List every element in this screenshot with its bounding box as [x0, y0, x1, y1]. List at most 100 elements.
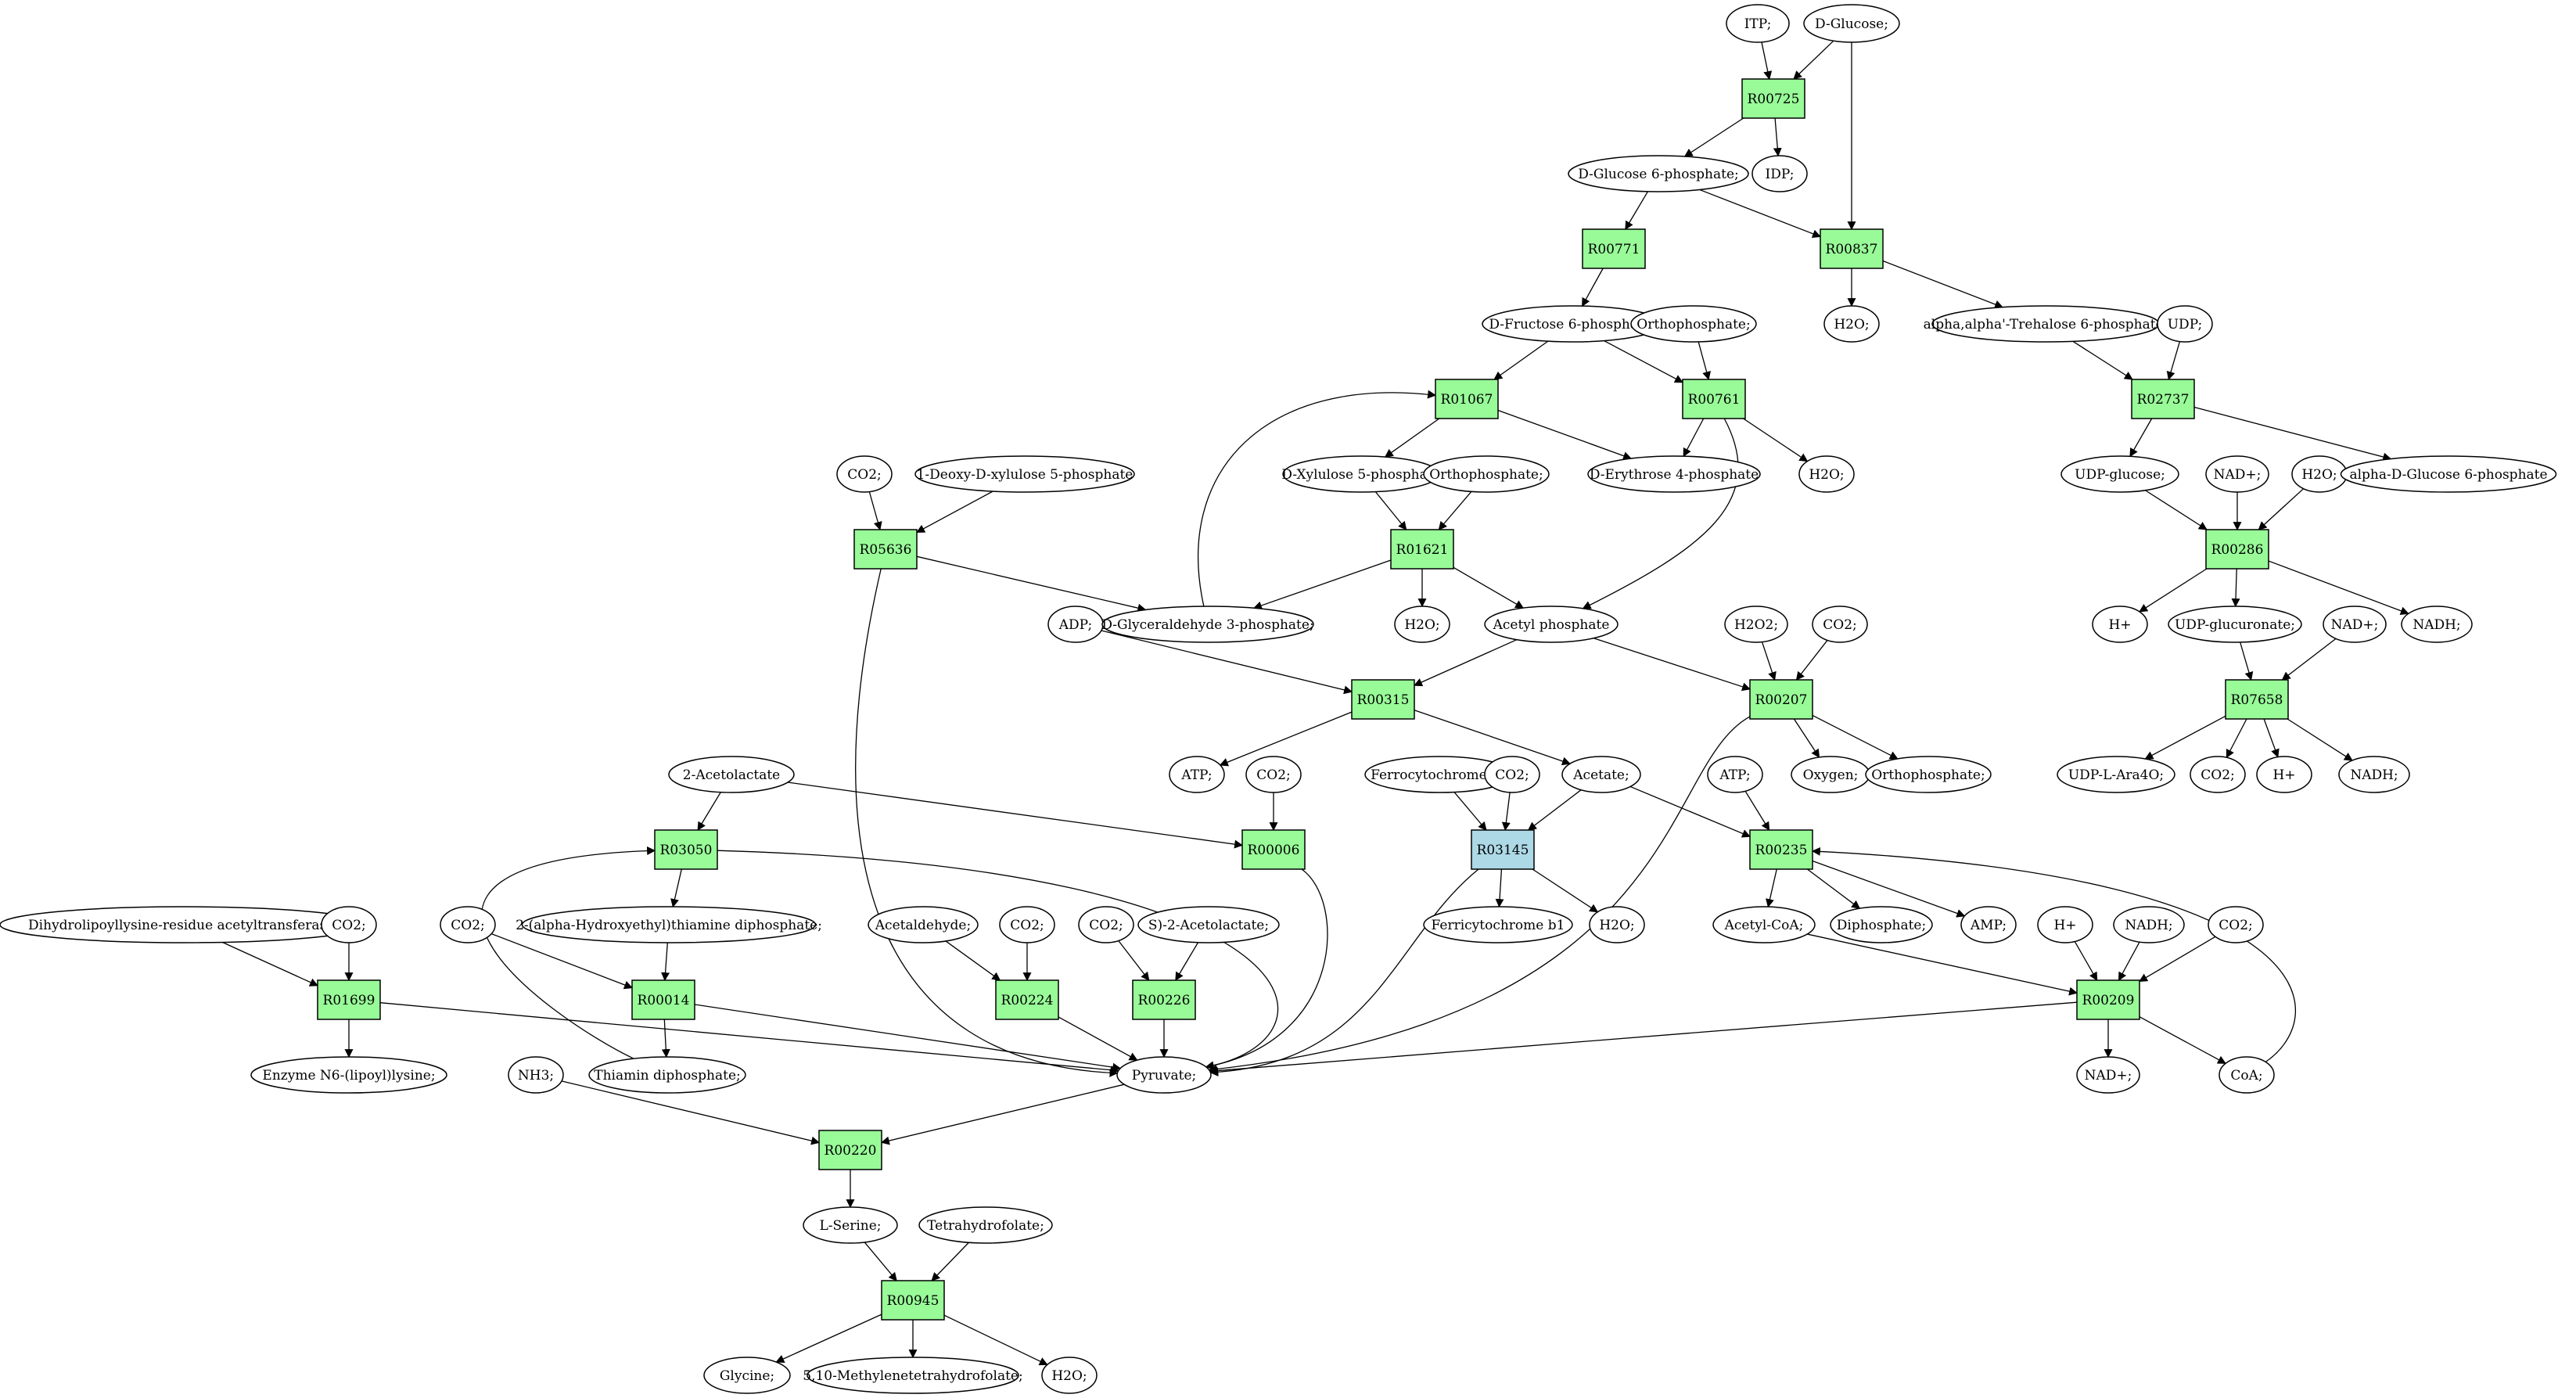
edge-r07658-to-nadh_b [2287, 718, 2353, 761]
compound-node-ferrocyt[interactable]: Ferrocytochrome b1 [1364, 756, 1514, 793]
reaction-node-r03145[interactable]: R03145 [1471, 829, 1535, 870]
compound-ellipse [1169, 756, 1225, 793]
compound-node-nadp_c[interactable]: NAD+; [2076, 1056, 2140, 1094]
reaction-node-r00014[interactable]: R00014 [631, 979, 695, 1020]
compound-node-nadh_c[interactable]: NADH; [2113, 906, 2185, 943]
compound-node-accoa[interactable]: Acetyl-CoA; [1712, 906, 1816, 943]
compound-node-nadh_a[interactable]: NADH; [2401, 606, 2473, 643]
compound-node-udpara[interactable]: UDP-L-Ara4O; [2057, 756, 2175, 793]
compound-node-co2_h[interactable]: CO2; [999, 906, 1055, 943]
reaction-node-r00006[interactable]: R00006 [1241, 829, 1306, 870]
compound-node-thdp[interactable]: Thiamin diphosphate; [588, 1056, 746, 1094]
compound-node-coa[interactable]: CoA; [2219, 1056, 2275, 1094]
compound-node-f6p[interactable]: D-Fructose 6-phosphate; [1482, 305, 1663, 343]
compound-node-hp_a[interactable]: H+ [2092, 606, 2148, 643]
reaction-node-r01699[interactable]: R01699 [317, 979, 381, 1020]
compound-node-acetolactate[interactable]: 2-Acetolactate [668, 756, 795, 793]
compound-node-h2o2[interactable]: H2O2; [1724, 606, 1788, 643]
compound-node-acetate[interactable]: Acetate; [1561, 756, 1641, 793]
compound-node-nadh_b[interactable]: NADH; [2338, 756, 2410, 793]
compound-node-acetald[interactable]: Acetaldehyde; [868, 906, 979, 943]
reaction-node-r00315[interactable]: R00315 [1351, 679, 1415, 720]
compound-node-co2_g[interactable]: CO2; [440, 906, 496, 943]
reaction-node-r00761[interactable]: R00761 [1682, 379, 1746, 419]
compound-node-h2o_a[interactable]: H2O; [1823, 305, 1880, 343]
compound-node-amp[interactable]: AMP; [1960, 906, 2017, 943]
reaction-node-r05636[interactable]: R05636 [853, 529, 918, 570]
edge-arrow [222, 941, 319, 987]
compound-node-nadp_b[interactable]: NAD+; [2323, 606, 2387, 643]
compound-node-gap[interactable]: D-Glyceraldehyde 3-phosphate; [1101, 606, 1314, 643]
reaction-node-r00207[interactable]: R00207 [1749, 679, 1813, 720]
reaction-node-r07658[interactable]: R07658 [2225, 679, 2289, 720]
compound-node-orthob[interactable]: Orthophosphate; [1423, 455, 1550, 493]
compound-node-co2_c[interactable]: CO2; [1245, 756, 1302, 793]
compound-node-t6p[interactable]: alpha,alpha'-Trehalose 6-phosphate; [1924, 305, 2168, 343]
reaction-node-r00209[interactable]: R00209 [2076, 979, 2140, 1020]
compound-node-h2o_c[interactable]: H2O; [2291, 455, 2348, 493]
compound-node-orthoa[interactable]: Orthophosphate; [1630, 305, 1757, 343]
compound-node-h2o_b[interactable]: H2O; [1798, 455, 1855, 493]
compound-node-udpga[interactable]: UDP-glucuronate; [2168, 606, 2302, 643]
reaction-node-r00286[interactable]: R00286 [2205, 529, 2269, 570]
compound-node-co2_d[interactable]: CO2; [1484, 756, 1540, 793]
compound-node-co2_j[interactable]: CO2; [2208, 906, 2264, 943]
compound-node-e4p[interactable]: D-Erythrose 4-phosphate [1587, 455, 1761, 493]
reaction-node-r00224[interactable]: R00224 [995, 979, 1059, 1020]
compound-node-mthf[interactable]: 5,10-Methylenetetrahydrofolate; [803, 1357, 1023, 1394]
reaction-node-r00725[interactable]: R00725 [1741, 78, 1805, 119]
compound-node-orthoc[interactable]: Orthophosphate; [1865, 756, 1992, 793]
edge-arrow [943, 1314, 1048, 1366]
compound-node-diphos[interactable]: Diphosphate; [1830, 906, 1933, 943]
compound-node-dxp[interactable]: 1-Deoxy-D-xylulose 5-phosphate [914, 455, 1135, 493]
compound-node-dglc[interactable]: D-Glucose; [1803, 4, 1900, 43]
reaction-node-r01067[interactable]: R01067 [1435, 379, 1499, 419]
compound-node-ferricyt[interactable]: Ferricytochrome b1 [1423, 906, 1573, 943]
compound-node-hetpp[interactable]: 2-(alpha-Hydroxyethyl)thiamine diphospha… [516, 906, 822, 943]
compound-node-oxygen[interactable]: Oxygen; [1791, 756, 1870, 793]
compound-node-h2o_e[interactable]: H2O; [1589, 906, 1645, 943]
compound-node-udpg[interactable]: UDP-glucose; [2060, 455, 2179, 493]
reaction-node-r00226[interactable]: R00226 [1132, 979, 1196, 1020]
reaction-node-r00235[interactable]: R00235 [1749, 829, 1813, 870]
reaction-node-r01621[interactable]: R01621 [1390, 529, 1454, 570]
compound-node-hp_c[interactable]: H+ [2037, 906, 2093, 943]
compound-node-udp[interactable]: UDP; [2157, 305, 2213, 343]
compound-node-atp_a[interactable]: ATP; [1169, 756, 1225, 793]
reaction-node-r02737[interactable]: R02737 [2131, 379, 2195, 419]
compound-node-nh3[interactable]: NH3; [508, 1056, 564, 1094]
compound-node-itp[interactable]: ITP; [1726, 4, 1790, 43]
compound-node-h2o_f[interactable]: H2O; [1041, 1357, 1098, 1394]
compound-node-x5p[interactable]: D-Xylulose 5-phosphate [1281, 455, 1441, 493]
compound-node-co2_i[interactable]: CO2; [1078, 906, 1134, 943]
reaction-node-r00837[interactable]: R00837 [1820, 228, 1884, 269]
compound-node-acp[interactable]: Acetyl phosphate [1484, 606, 1619, 643]
compound-node-ag6p[interactable]: alpha-D-Glucose 6-phosphate [2340, 455, 2557, 493]
compound-ellipse [668, 756, 795, 793]
compound-node-adp[interactable]: ADP; [1047, 606, 1104, 643]
reaction-node-r00771[interactable]: R00771 [1582, 228, 1646, 269]
compound-node-co2_e[interactable]: CO2; [2190, 756, 2246, 793]
compound-node-hp_b[interactable]: H+ [2256, 756, 2312, 793]
compound-node-atp_b[interactable]: ATP; [1707, 756, 1763, 793]
compound-node-enzlip[interactable]: Enzyme N6-(lipoyl)lysine; [250, 1056, 447, 1094]
compound-node-lser[interactable]: L-Serine; [803, 1206, 898, 1244]
compound-node-glycine[interactable]: Glycine; [703, 1357, 791, 1394]
compound-node-idp[interactable]: IDP; [1751, 155, 1808, 192]
compound-node-co2_b[interactable]: CO2; [1812, 606, 1868, 643]
compound-node-pyruvate[interactable]: Pyruvate; [1116, 1056, 1212, 1094]
edge-arrow [2074, 941, 2098, 981]
compound-node-co2_a[interactable]: CO2; [836, 455, 893, 493]
compound-node-dihydrolip[interactable]: Dihydrolipoyllysine-residue acetyltransf… [0, 906, 368, 943]
compound-node-g6p[interactable]: D-Glucose 6-phosphate; [1568, 155, 1749, 192]
compound-node-thf[interactable]: Tetrahydrofolate; [918, 1206, 1053, 1244]
compound-node-co2_f[interactable]: CO2; [321, 906, 377, 943]
compound-ellipse [1423, 455, 1550, 493]
compound-node-nadp_a[interactable]: NAD+; [2205, 455, 2269, 493]
compound-node-h2o_d[interactable]: H2O; [1394, 606, 1450, 643]
reaction-node-r00945[interactable]: R00945 [881, 1280, 945, 1321]
reaction-node-r03050[interactable]: R03050 [654, 829, 718, 870]
compound-node-sacetolactate[interactable]: S)-2-Acetolactate; [1137, 906, 1280, 943]
reaction-node-r00220[interactable]: R00220 [818, 1130, 882, 1170]
edge-nh3-to-r00220 [561, 1080, 821, 1145]
